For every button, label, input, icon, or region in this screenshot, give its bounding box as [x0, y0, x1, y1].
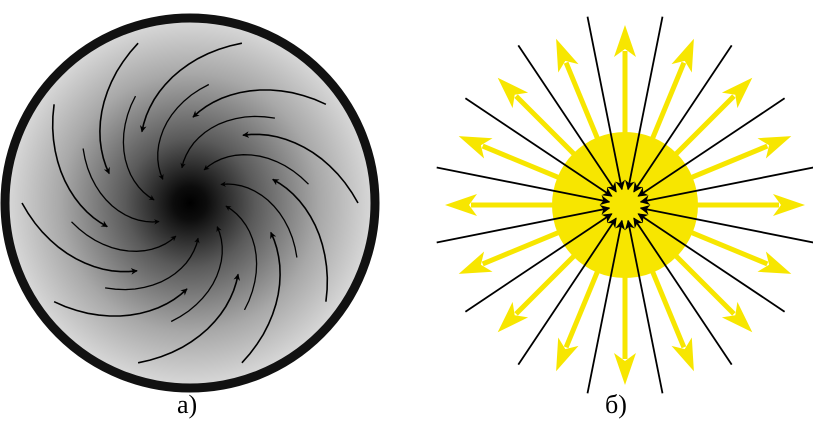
vortex-arrow — [203, 154, 309, 185]
vortex-arrow — [225, 205, 258, 311]
vortex-arrows — [21, 42, 359, 364]
inward-arrow — [639, 204, 813, 244]
inward-arrow — [436, 166, 611, 206]
outward-arrow-head — [757, 136, 792, 159]
panel-label-a: а) — [177, 390, 198, 419]
outward-arrow-head — [773, 194, 805, 216]
vortex-arrow — [99, 42, 139, 175]
vortex-arrow — [122, 95, 155, 201]
vortex-arrow — [137, 273, 241, 364]
inward-arrow — [464, 97, 613, 197]
outward-arrow-head — [671, 337, 694, 372]
inward-arrow — [464, 213, 613, 313]
outward-arrow-head — [721, 301, 753, 333]
vortex-arrow — [82, 148, 160, 225]
outward-arrow-head — [458, 136, 493, 159]
outward-arrow-head — [671, 38, 694, 73]
vortex-arrow — [105, 237, 200, 291]
outward-arrow-head — [721, 77, 753, 109]
inward-arrow — [436, 204, 611, 244]
vortex-arrow — [242, 131, 359, 204]
outward-arrow-head — [757, 251, 792, 274]
outward-arrow-head — [445, 194, 477, 216]
inward-arrow — [639, 166, 813, 206]
vortex-panel — [0, 13, 380, 393]
vortex-arrow — [272, 178, 329, 302]
outward-arrow-head — [614, 353, 636, 385]
inward-arrow — [586, 16, 626, 191]
vortex-arrow — [139, 42, 243, 133]
vortex-disk — [0, 13, 380, 393]
inward-arrow — [624, 16, 664, 191]
outward-arrow-head — [458, 251, 493, 274]
vortex-arrow — [241, 231, 281, 364]
inward-arrow — [633, 217, 733, 366]
inward-arrow — [586, 219, 626, 394]
vortex-arrow — [21, 202, 138, 275]
inward-arrow — [633, 44, 733, 193]
vortex-arrow — [71, 221, 177, 252]
inward-arrow — [637, 213, 786, 313]
inward-arrow — [624, 219, 664, 394]
inward-arrows — [436, 16, 813, 394]
source-panel — [436, 16, 813, 394]
outward-arrow-head — [497, 301, 529, 333]
vortex-arrow — [170, 226, 223, 323]
outward-arrow-head — [614, 25, 636, 57]
source-disk — [552, 132, 698, 278]
outward-arrow-head — [556, 38, 579, 73]
outward-arrows — [445, 25, 805, 385]
vortex-arrow — [220, 181, 298, 258]
outward-arrow-head — [556, 337, 579, 372]
vortex-arrow — [192, 89, 327, 118]
vortex-arrow — [180, 115, 275, 169]
inward-arrow — [517, 44, 617, 193]
vortex-arrow — [157, 83, 210, 180]
vortex-arrow — [53, 288, 188, 317]
vortex-arrow — [51, 104, 108, 228]
inward-arrow — [517, 217, 617, 366]
panel-label-b: б) — [605, 390, 627, 419]
inward-arrow — [637, 97, 786, 197]
outward-arrow-head — [497, 77, 529, 109]
